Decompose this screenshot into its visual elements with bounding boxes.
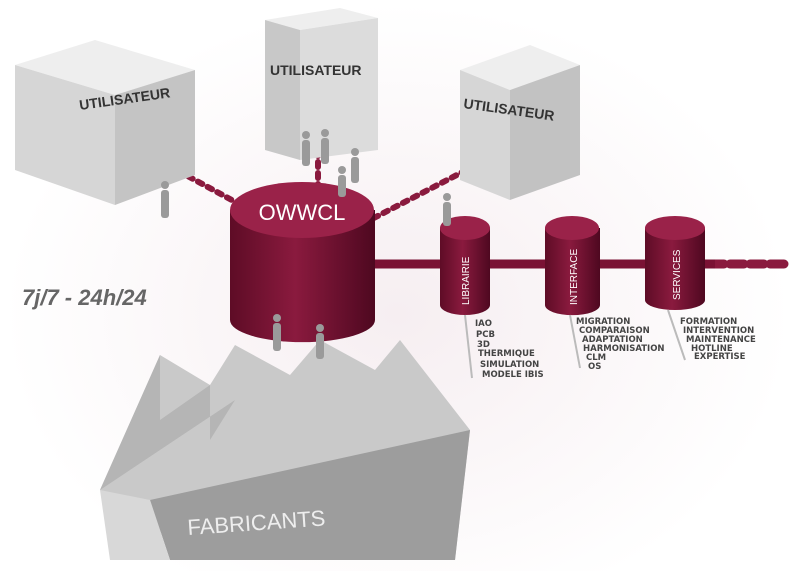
svg-text:THERMIQUE: THERMIQUE: [478, 349, 535, 359]
svg-text:IAO: IAO: [475, 319, 492, 329]
module-interface[interactable]: INTERFACE: [545, 216, 600, 316]
svg-text:INTERVENTION: INTERVENTION: [683, 326, 754, 336]
services-items: FORMATION INTERVENTION MAINTENANCE HOTLI…: [680, 317, 756, 362]
svg-text:PCB: PCB: [476, 330, 495, 340]
user-box-left[interactable]: UTILISATEUR: [15, 40, 195, 205]
module-label: SERVICES: [672, 249, 683, 300]
svg-text:HOTLINE: HOTLINE: [691, 344, 733, 354]
module-services[interactable]: SERVICES: [645, 216, 705, 310]
user-label: UTILISATEUR: [270, 62, 362, 78]
hub-label: OWWCL: [259, 200, 346, 225]
svg-text:3D: 3D: [477, 340, 490, 350]
user-box-right[interactable]: UTILISATEUR: [460, 45, 580, 200]
svg-text:MAINTENANCE: MAINTENANCE: [686, 335, 756, 345]
svg-text:CLM: CLM: [586, 353, 606, 363]
availability-label: 7j/7 - 24h/24: [22, 285, 147, 310]
svg-text:SIMULATION: SIMULATION: [480, 360, 539, 370]
svg-text:MODELE IBIS: MODELE IBIS: [482, 370, 544, 380]
person-figures: [161, 129, 451, 359]
svg-text:OS: OS: [588, 362, 601, 372]
svg-text:HARMONISATION: HARMONISATION: [583, 344, 665, 354]
hub-cylinder[interactable]: OWWCL: [230, 182, 375, 343]
svg-text:COMPARAISON: COMPARAISON: [579, 326, 650, 336]
librairie-items: IAO PCB 3D THERMIQUE SIMULATION MODELE I…: [475, 319, 544, 380]
interface-items: MIGRATION COMPARAISON ADAPTATION HARMONI…: [576, 317, 665, 372]
svg-text:ADAPTATION: ADAPTATION: [582, 335, 643, 345]
factory-building[interactable]: FABRICANTS: [100, 340, 470, 560]
svg-text:MIGRATION: MIGRATION: [576, 317, 630, 327]
user-box-center[interactable]: UTILISATEUR: [265, 8, 378, 160]
list-stems: [464, 309, 686, 379]
svg-text:FORMATION: FORMATION: [680, 317, 737, 327]
module-librairie[interactable]: LIBRAIRIE: [440, 216, 490, 315]
module-label: LIBRAIRIE: [461, 256, 472, 305]
svg-text:EXPERTISE: EXPERTISE: [694, 352, 746, 362]
module-label: INTERFACE: [569, 249, 580, 305]
